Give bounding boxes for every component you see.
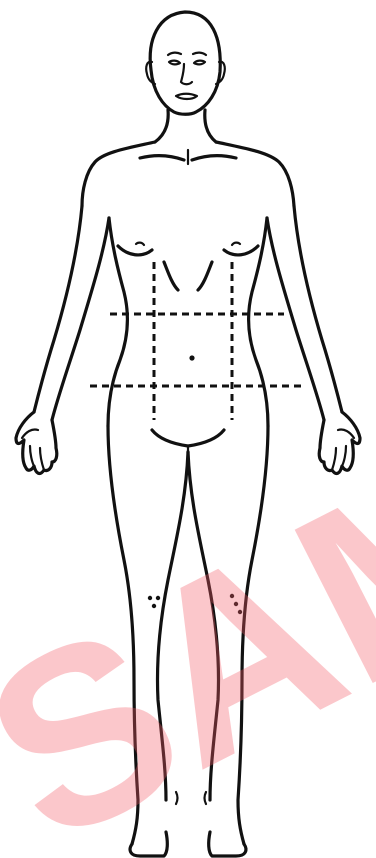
right-nipple (232, 243, 240, 245)
left-hand (16, 412, 57, 473)
left-eye (169, 61, 180, 65)
right-thumb (338, 429, 354, 438)
left-arm-outer (34, 206, 82, 412)
groin-curve (152, 430, 224, 446)
right-ribcage-line (198, 262, 212, 290)
neck-and-shoulders (82, 110, 294, 206)
right-arm (267, 206, 360, 473)
left-ribcage-line (164, 262, 178, 290)
neck-left (155, 110, 168, 142)
torso-right-side (249, 218, 268, 426)
left-nipple (136, 243, 144, 245)
watermark-text: SAMPLE (0, 174, 376, 858)
left-eyebrow (168, 53, 181, 55)
right-eye (194, 61, 205, 65)
navel (189, 355, 194, 360)
left-pectoral (118, 246, 152, 255)
left-shoulder (82, 142, 155, 206)
right-clavicle (192, 156, 236, 160)
neck-right (205, 110, 216, 142)
right-pectoral (224, 246, 258, 255)
torso (108, 218, 268, 452)
torso-left-side (108, 218, 127, 426)
right-arm-outer (294, 206, 342, 412)
mouth (176, 94, 197, 99)
left-arm (16, 206, 109, 473)
left-thumb (22, 429, 38, 438)
right-eyebrow (193, 53, 206, 55)
left-finger-1 (30, 446, 34, 466)
nose (181, 64, 192, 84)
right-shoulder (216, 142, 294, 206)
head (146, 12, 225, 114)
left-clavicle (140, 156, 184, 160)
left-finger-2 (40, 448, 44, 470)
